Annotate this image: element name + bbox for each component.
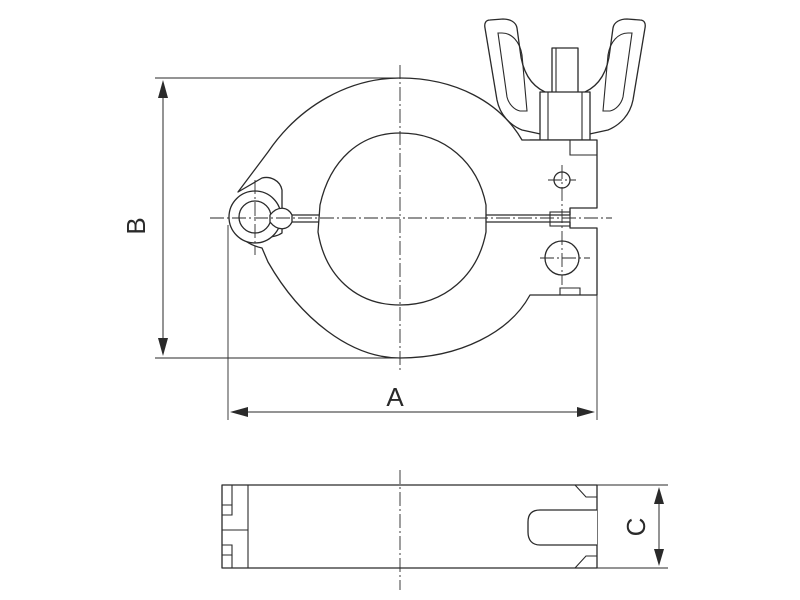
- b-arrow-bottom: [158, 338, 168, 356]
- wing-nut-left-wing-slot: [497, 32, 528, 112]
- wing-nut-right-wing-slot: [602, 32, 633, 112]
- inner-bore: [317, 132, 487, 306]
- wing-nut-right-wing: [584, 18, 646, 136]
- dimension-a: A: [227, 225, 598, 420]
- side-latch-slot: [527, 509, 598, 546]
- b-arrow-top: [158, 80, 168, 98]
- dimension-b: B: [121, 77, 400, 359]
- hinge-tongue: [269, 207, 293, 230]
- c-label: C: [621, 518, 651, 537]
- side-latch-chamfer-bottom: [574, 555, 597, 569]
- side-hinge-notches: [222, 504, 248, 556]
- clamp-side-view: [221, 470, 598, 590]
- wing-nut: [484, 18, 646, 150]
- clamp-front-view: [210, 18, 646, 373]
- a-arrow-left: [230, 407, 248, 417]
- a-arrow-right: [577, 407, 595, 417]
- b-label: B: [121, 217, 151, 234]
- side-latch-chamfer-top: [574, 484, 597, 498]
- dimension-c: C: [597, 484, 668, 569]
- c-arrow-bottom: [654, 549, 664, 566]
- bolt-shank: [549, 211, 571, 227]
- a-label: A: [386, 382, 404, 412]
- latch-upper-detail: [569, 140, 597, 156]
- c-arrow-top: [654, 487, 664, 504]
- latch-lower-detail: [559, 287, 581, 295]
